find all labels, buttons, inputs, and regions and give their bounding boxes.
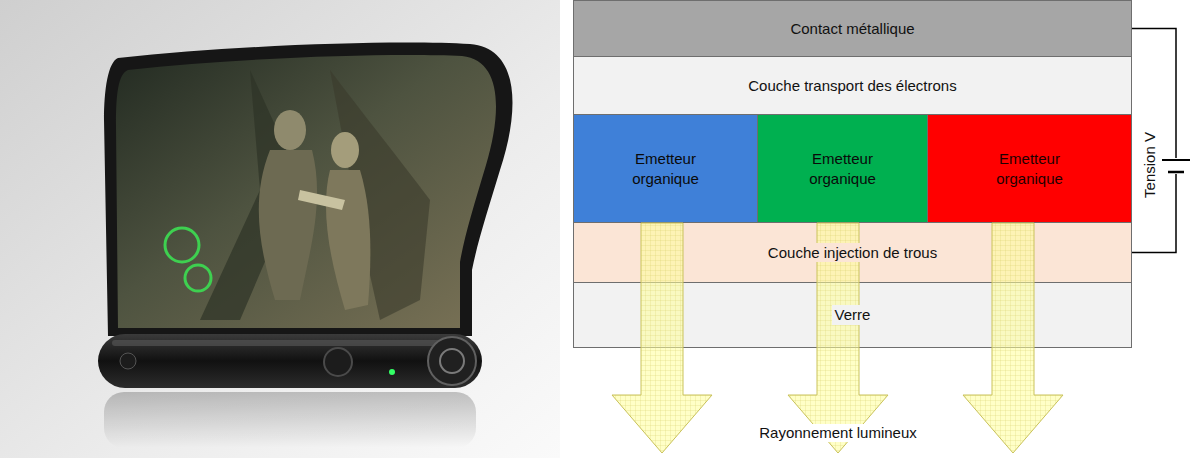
device-base <box>98 334 482 388</box>
radiation-caption: Rayonnement lumineux <box>756 424 920 442</box>
device-reflection <box>104 392 476 448</box>
figure-body <box>259 150 317 300</box>
battery-plate <box>1168 171 1184 174</box>
device-button <box>324 348 352 376</box>
photo-ground <box>0 0 560 458</box>
device-button <box>120 353 136 369</box>
layer-label: Emetteur organique <box>970 149 1089 188</box>
organic-emitter-box: Emetteur organique <box>573 114 758 223</box>
hud-ring <box>165 228 199 262</box>
organic-emitter-box: Emetteur organique <box>757 114 928 223</box>
device-end-cap <box>428 337 476 385</box>
organic-emitter-box: Emetteur organique <box>927 114 1132 223</box>
supply-wire <box>1132 29 1176 253</box>
layer-label: Contact métallique <box>787 19 917 39</box>
figure-head <box>331 132 359 168</box>
oled-device-photo <box>0 0 560 458</box>
metal-contact-layer: Contact métallique <box>573 0 1132 57</box>
layer-label: Verre <box>832 305 874 325</box>
layer-label: Emetteur organique <box>783 149 902 188</box>
base-highlight <box>112 340 468 346</box>
device-logo <box>440 349 464 373</box>
screen-image <box>116 55 496 328</box>
hud-ring <box>185 265 211 291</box>
battery-plate <box>1162 159 1190 161</box>
power-light <box>389 369 395 375</box>
layer-label: Couche transport des électrons <box>745 76 959 96</box>
screen-frame <box>104 43 512 336</box>
figure-head <box>274 110 306 150</box>
figure-arm <box>298 190 345 210</box>
electron-transport-layer: Couche transport des électrons <box>573 56 1132 115</box>
layer-label: Couche injection de trous <box>765 243 940 263</box>
layer-label: Emetteur organique <box>606 149 725 188</box>
battery-gap <box>1163 158 1189 174</box>
light-arrow <box>612 223 712 453</box>
figure-body <box>326 170 370 310</box>
light-arrow <box>963 223 1063 453</box>
voltage-label: Tension V <box>1141 129 1159 201</box>
light-arrow <box>788 223 888 453</box>
